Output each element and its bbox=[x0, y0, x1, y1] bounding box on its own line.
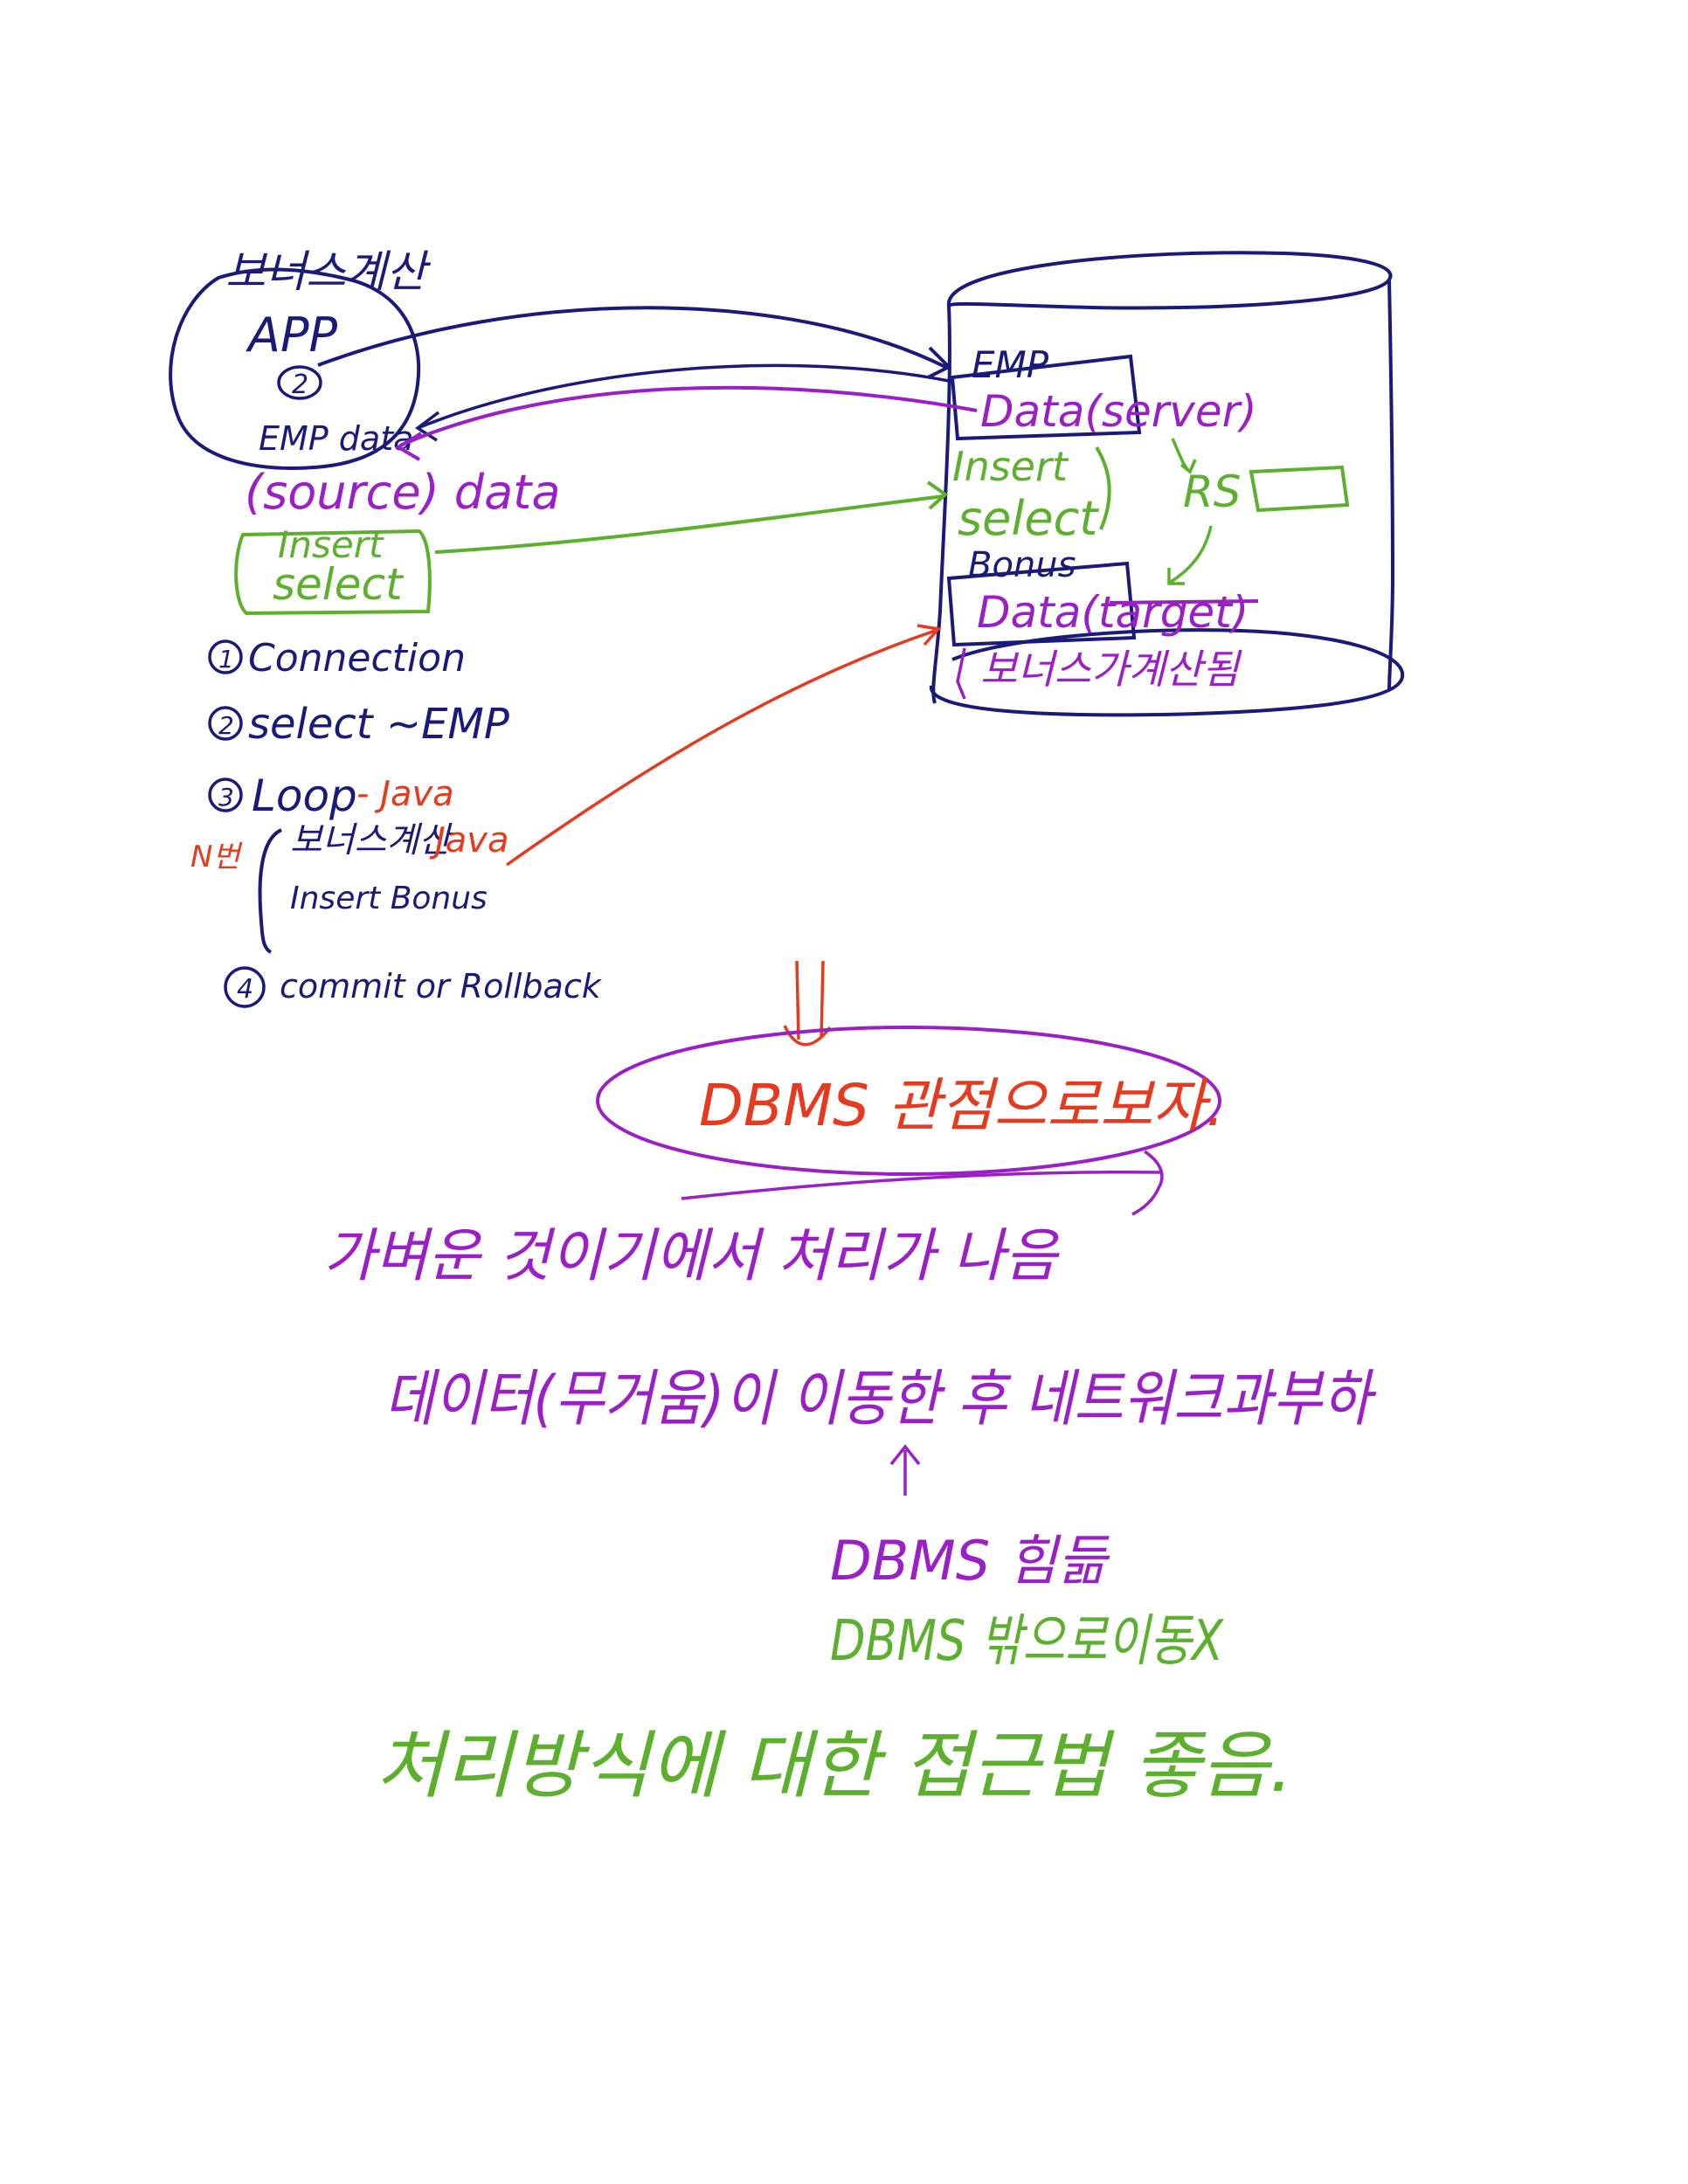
rs-to-target-arrow bbox=[1167, 525, 1213, 585]
step-3-text: Loop bbox=[252, 771, 357, 821]
loop-bracket bbox=[258, 828, 282, 954]
note-line-1: 가벼운 것이기에서 처리가 나음 bbox=[323, 1222, 1060, 1289]
db-emp-data: Data(server) bbox=[980, 386, 1257, 437]
db-bonus-label: Bonus bbox=[968, 545, 1076, 585]
insert-bonus-text: Insert Bonus bbox=[290, 881, 488, 916]
step-1-circle bbox=[208, 639, 243, 674]
step-4-text: commit or Rollback bbox=[280, 967, 603, 1006]
app-insert-label: Insert bbox=[278, 523, 384, 566]
db-cylinder-top bbox=[946, 251, 1393, 310]
dbms-view-oval bbox=[596, 1026, 1221, 1176]
dbms-view-group: DBMS 관점으로보자. bbox=[596, 960, 1224, 1216]
db-rs-box bbox=[1249, 465, 1350, 513]
app-blob-outline bbox=[169, 267, 421, 470]
step-1-number: 1 bbox=[218, 645, 234, 674]
dbms-view-text: DBMS 관점으로보자. bbox=[699, 1072, 1224, 1139]
select-to-db-arrow bbox=[434, 480, 949, 554]
db-insert-label: Insert bbox=[952, 443, 1069, 490]
app-group: 보너스계산 APP 2 EMP data (source) data Inser… bbox=[169, 246, 560, 616]
app-to-emp-arrow bbox=[317, 306, 952, 379]
step-2-number: 2 bbox=[218, 711, 234, 740]
server-to-source-arrow bbox=[395, 385, 978, 461]
bonus-calc-java: Java bbox=[429, 820, 509, 860]
step-1-text: Connection bbox=[248, 636, 466, 681]
step-2-circle bbox=[277, 365, 322, 400]
up-arrow-to-move bbox=[889, 1444, 921, 1496]
note-line-4: DBMS 밖으로이동X bbox=[830, 1609, 1224, 1674]
app-label: APP bbox=[246, 308, 338, 363]
step-2-step-circle bbox=[208, 706, 243, 741]
app-emp-data: EMP data bbox=[259, 419, 413, 458]
db-emp-label: EMP bbox=[972, 343, 1049, 386]
db-cylinder-right-side bbox=[1387, 279, 1395, 691]
target-strikethrough bbox=[1109, 599, 1259, 605]
bonus-calc-text: 보너스계산 bbox=[290, 820, 454, 860]
step-3-java: - Java bbox=[356, 774, 454, 814]
db-select-label: select bbox=[958, 491, 1099, 546]
app-select-label: select bbox=[273, 559, 405, 610]
bonus-data-box bbox=[946, 561, 1137, 647]
note-line-2: 데이터(무거움)이 이동한 후 네트워크과부하 bbox=[384, 1363, 1377, 1434]
note-line-3: DBMS 힘듦 bbox=[830, 1529, 1110, 1593]
database-group: EMP Data(server) Insert select RS Bonus … bbox=[929, 251, 1405, 717]
db-cylinder-bottom bbox=[929, 628, 1405, 717]
db-bonus-data: Data(target) bbox=[977, 587, 1249, 638]
db-cylinder-left-side bbox=[931, 305, 951, 704]
db-rs-label: RS bbox=[1183, 467, 1241, 517]
bonus-calc-box bbox=[956, 647, 966, 700]
step-2-circle-number: 2 bbox=[292, 370, 308, 400]
db-bonus-calculated: 보너스가계산됨 bbox=[980, 646, 1242, 693]
emp-return-arrow bbox=[414, 363, 950, 442]
notes-group: 가벼운 것이기에서 처리가 나음 데이터(무거움)이 이동한 후 네트워크과부하… bbox=[323, 1222, 1377, 1808]
dbms-view-arrow bbox=[681, 1150, 1164, 1216]
step-4-number: 4 bbox=[237, 974, 253, 1005]
db-insert-select-bracket bbox=[1095, 446, 1111, 530]
step-4-circle bbox=[224, 966, 266, 1008]
step-2-text: select ~EMP bbox=[248, 700, 509, 749]
java-to-bonus-arrow bbox=[505, 624, 942, 867]
connection-arrows bbox=[317, 306, 978, 867]
step-3-number: 3 bbox=[218, 783, 234, 812]
emp-data-box bbox=[950, 354, 1142, 441]
app-title: 보너스계산 bbox=[225, 246, 432, 297]
step-3-circle bbox=[208, 778, 243, 812]
steps-group: 1 Connection 2 select ~EMP 3 Loop - Java… bbox=[190, 636, 603, 1008]
insert-select-box bbox=[234, 529, 432, 616]
source-data-label: (source) data bbox=[245, 465, 560, 520]
note-line-5: 처리방식에 대한 접근법 좋음. bbox=[376, 1723, 1293, 1808]
server-to-rs-arrow bbox=[1171, 438, 1197, 474]
n-times-label: N번 bbox=[190, 840, 243, 874]
